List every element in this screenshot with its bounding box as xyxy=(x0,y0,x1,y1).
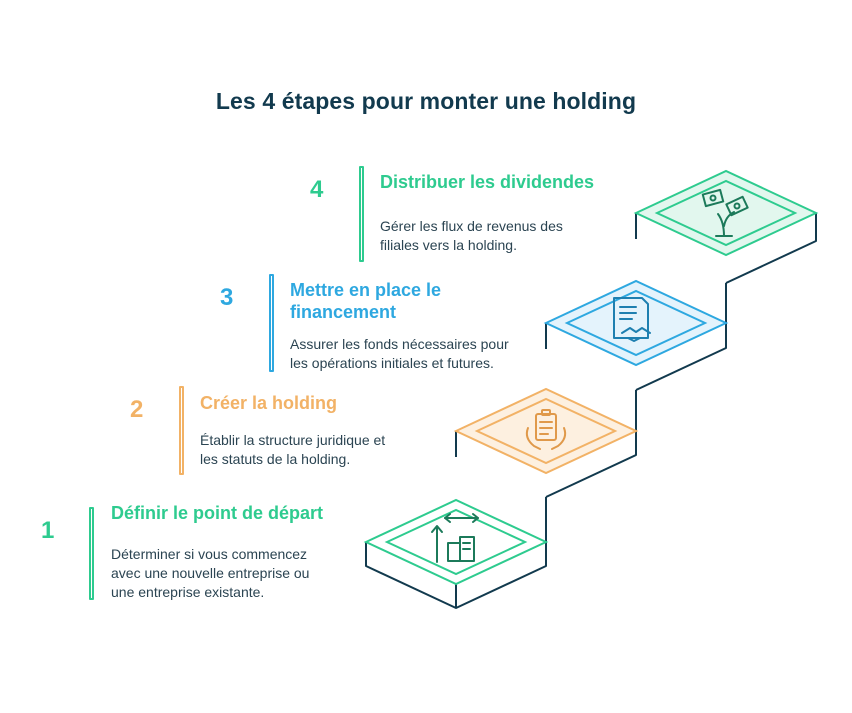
page-title: Les 4 étapes pour monter une holding xyxy=(215,88,637,114)
growth-chart-icon xyxy=(431,513,479,563)
step-2-accent-bar xyxy=(179,386,184,475)
step-1-number: 1 xyxy=(41,517,55,544)
step-3-description-line: les opérations initiales et futures. xyxy=(290,355,494,371)
step-3-number: 3 xyxy=(220,284,234,311)
step-1-description-line: Déterminer si vous commencez xyxy=(111,546,308,562)
step-3-description: Assurer les fonds nécessaires pour les o… xyxy=(290,335,509,373)
money-plant-icon xyxy=(701,188,749,237)
step-2-description-line: Établir la structure juridique et xyxy=(200,432,386,448)
step-2-number: 2 xyxy=(130,396,144,423)
step-1-description: Déterminer si vous commencez avec une no… xyxy=(111,545,309,602)
step-3-accent-bar xyxy=(269,274,274,372)
step-2-description: Établir la structure juridique et les st… xyxy=(200,431,385,469)
step-1-description-line: une entreprise existante. xyxy=(111,584,265,600)
step-3-title-line: financement xyxy=(290,302,397,322)
step-2-title: Créer la holding xyxy=(200,393,338,413)
contract-handshake-icon xyxy=(613,297,651,342)
step-4-description-line: filiales vers la holding. xyxy=(380,237,517,253)
document-hands-icon xyxy=(525,409,567,450)
step-4-description-line: Gérer les flux de revenus des xyxy=(380,218,563,234)
step-4-title: Distribuer les dividendes xyxy=(380,172,595,192)
step-2-platform xyxy=(453,387,639,475)
step-3-description-line: Assurer les fonds nécessaires pour xyxy=(290,336,509,352)
step-4-platform xyxy=(633,169,819,257)
step-2-description-line: les statuts de la holding. xyxy=(200,451,351,467)
step-4-description: Gérer les flux de revenus des filiales v… xyxy=(380,217,563,255)
step-1-accent-bar xyxy=(89,507,94,600)
step-3-title-line: Mettre en place le xyxy=(290,280,442,300)
step-4-number: 4 xyxy=(310,176,324,203)
step-3-title: Mettre en place le financement xyxy=(290,279,441,323)
step-4-accent-bar xyxy=(359,166,364,262)
step-1-title: Définir le point de départ xyxy=(111,503,324,523)
step-3-platform xyxy=(543,279,729,367)
step-1-description-line: avec une nouvelle entreprise ou xyxy=(111,565,310,581)
